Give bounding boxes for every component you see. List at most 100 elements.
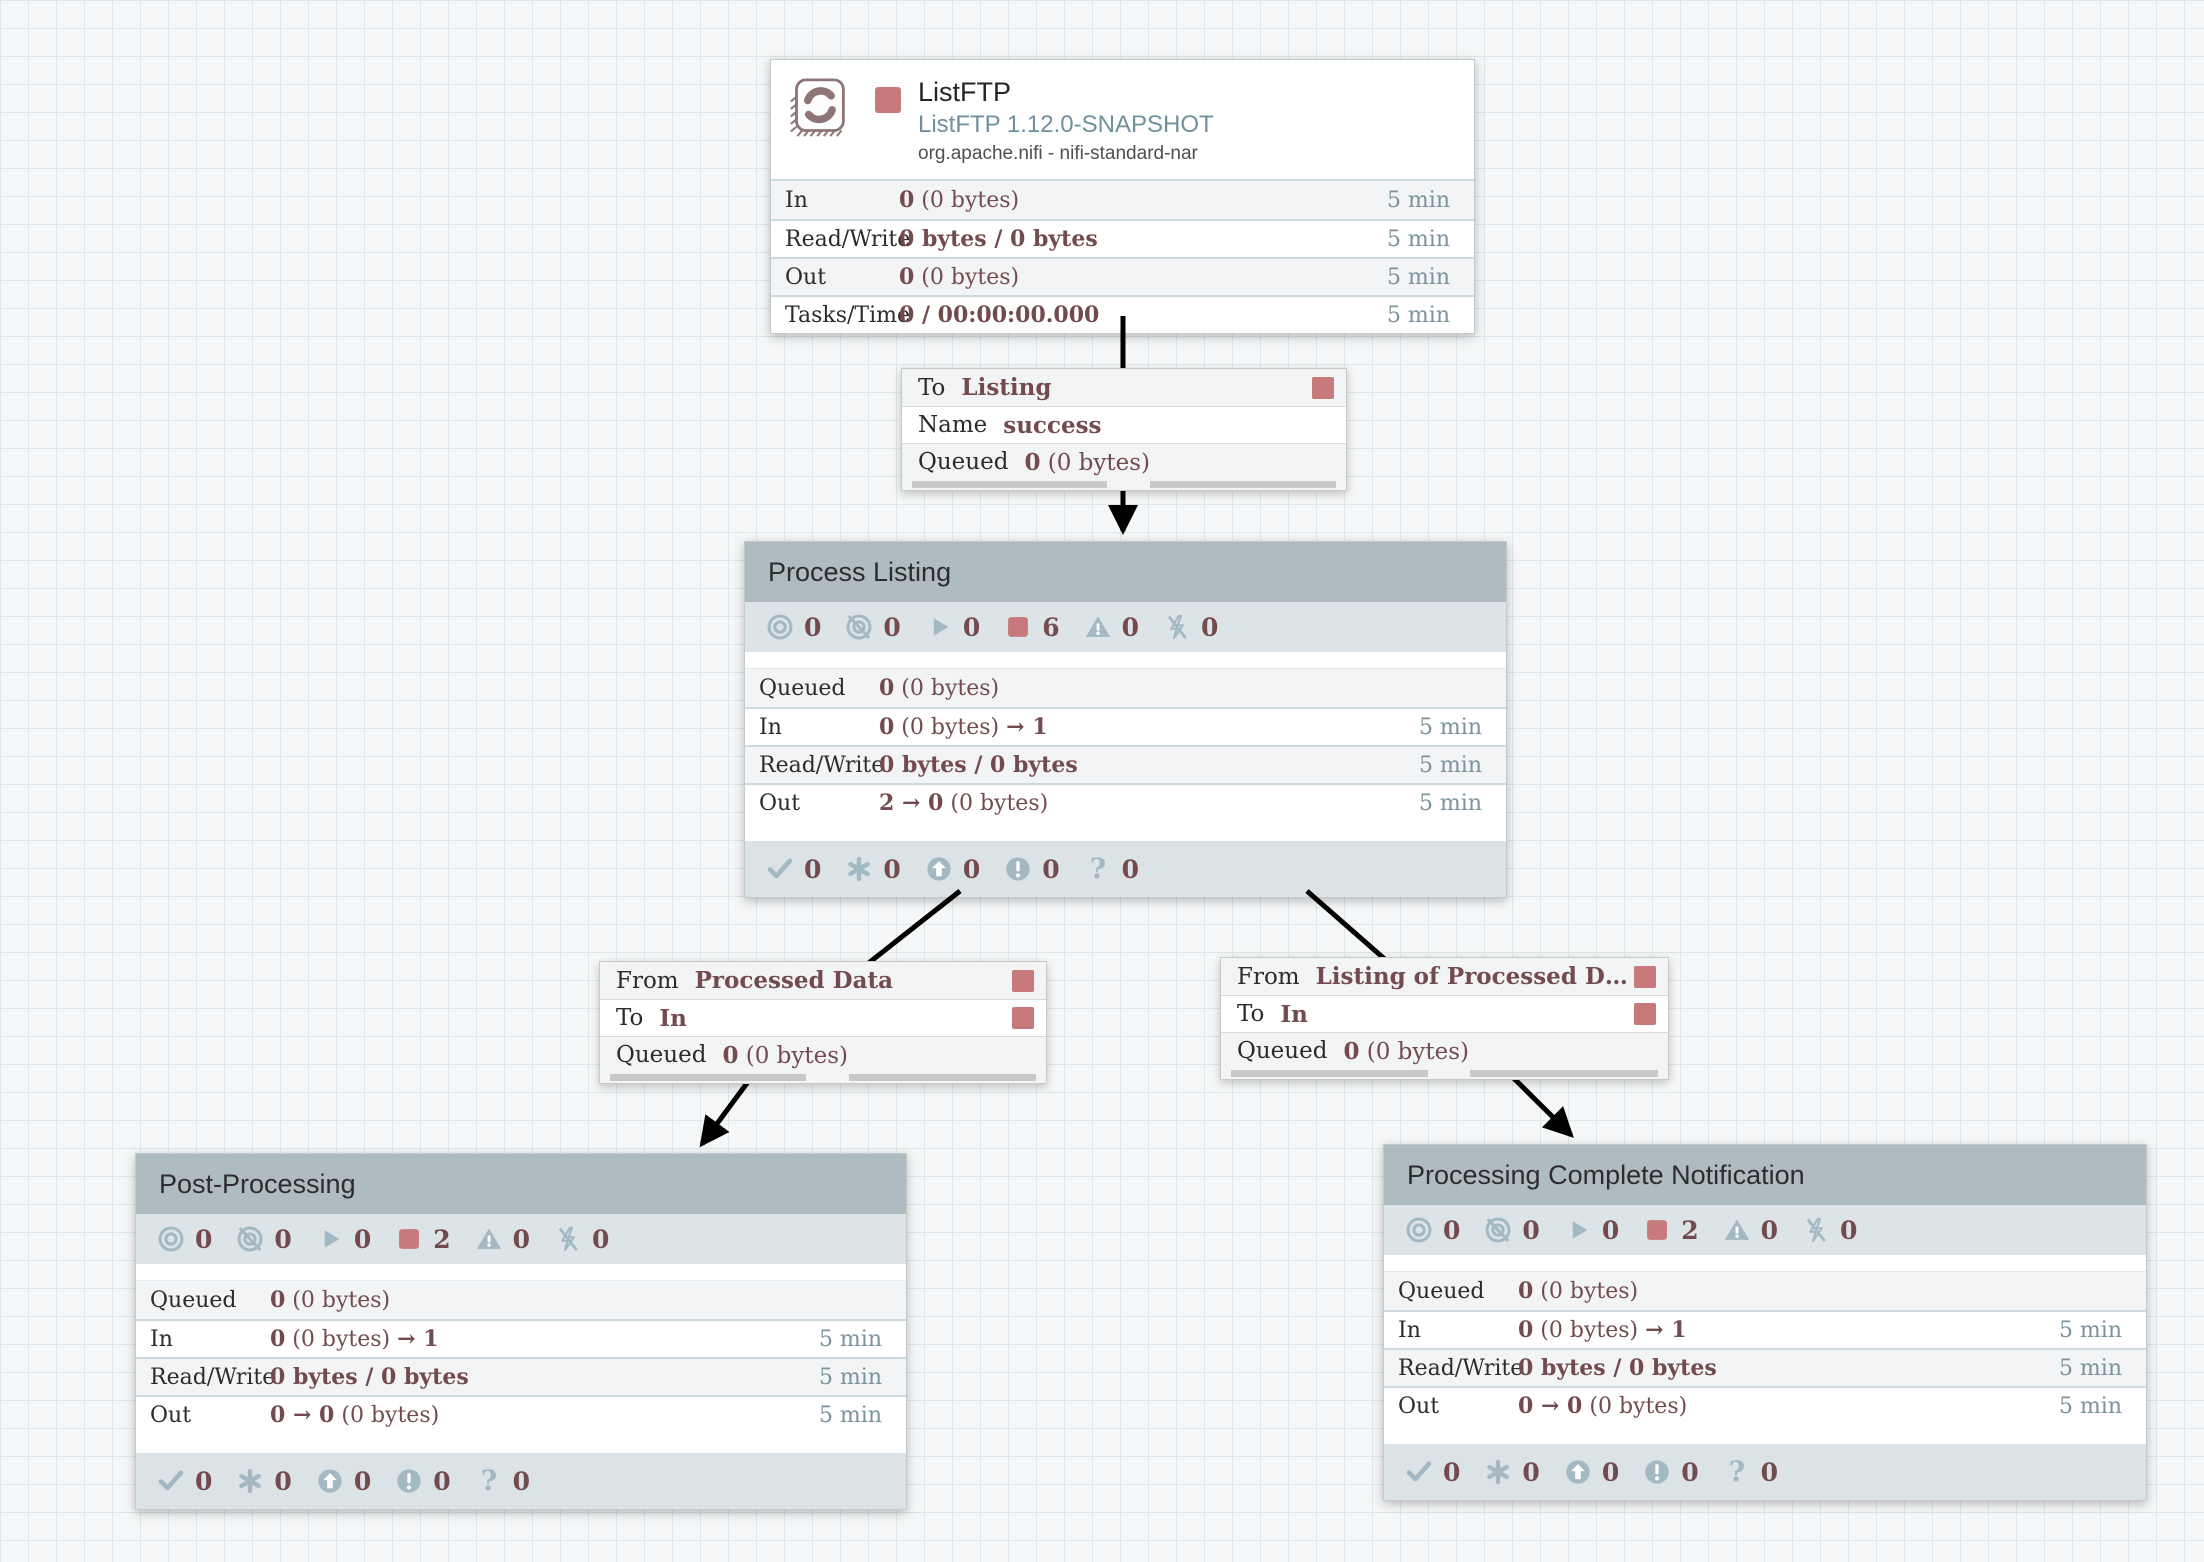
up-to-date-icon — [1405, 1458, 1433, 1486]
stat-row-in: In 0 (0 bytes) → 1 5 min — [1384, 1310, 2146, 1348]
process-group-stats: Queued 0 (0 bytes) In 0 (0 bytes) → 1 5 … — [136, 1280, 906, 1433]
version-control-bar: 0 0 0 0 0 — [136, 1453, 906, 1509]
stat-row-out: Out 0 → 0 (0 bytes) 5 min — [1384, 1386, 2146, 1424]
connection-queued-row: Queued 0 (0 bytes) — [600, 1036, 1046, 1073]
process-group-title: Post-Processing — [159, 1168, 356, 1199]
stat-window: 5 min — [818, 1326, 882, 1352]
stat-window: 5 min — [2058, 1317, 2122, 1343]
connection-to-row: To In — [1221, 995, 1668, 1032]
locally-modified-count: 0 — [274, 1466, 292, 1496]
processor-bundle: org.apache.nifi - nifi-standard-nar — [918, 143, 1198, 164]
disabled-count: 0 — [592, 1224, 610, 1254]
stat-label: Queued — [150, 1287, 237, 1313]
connection-from-row: From Listing of Processed D… — [1221, 958, 1668, 995]
sync-failure-icon — [475, 1467, 503, 1495]
stat-window: 5 min — [1418, 714, 1482, 740]
stat-row-in: In 0 (0 bytes) 5 min — [771, 181, 1474, 219]
not-transmitting-icon — [1484, 1216, 1512, 1244]
connection-label-processed-data[interactable]: From Processed Data To In Queued 0 (0 by… — [599, 961, 1047, 1084]
connection-label-success[interactable]: To Listing Name success Queued 0 (0 byte… — [901, 368, 1347, 491]
queued-label: Queued — [616, 1042, 707, 1068]
stale-count: 0 — [962, 854, 981, 884]
locally-modified-stale-icon — [395, 1467, 423, 1495]
transmitting-icon — [766, 613, 794, 641]
stopped-status-icon — [1012, 1007, 1034, 1029]
connection-name-row: Name success — [902, 406, 1346, 443]
stat-window: 5 min — [1386, 187, 1450, 213]
processor-listftp[interactable]: ListFTP ListFTP 1.12.0-SNAPSHOT org.apac… — [770, 59, 1475, 334]
running-icon — [316, 1225, 344, 1253]
running-count: 0 — [1601, 1215, 1620, 1245]
process-group-processing-complete-notification[interactable]: Processing Complete Notification 0 0 0 2… — [1383, 1144, 2147, 1501]
stopped-count: 2 — [433, 1224, 451, 1254]
connection-field-value: success — [1003, 411, 1102, 439]
stat-window: 5 min — [2058, 1393, 2122, 1419]
stat-label: Tasks/Time — [785, 302, 910, 328]
stopped-icon — [1643, 1216, 1671, 1244]
transmitting-icon — [157, 1225, 185, 1253]
process-group-stats: Queued 0 (0 bytes) In 0 (0 bytes) → 1 5 … — [745, 668, 1506, 821]
stopped-status-icon — [875, 87, 901, 113]
process-group-status-bar: 0 0 0 2 0 0 — [136, 1214, 906, 1264]
queued-label: Queued — [1237, 1038, 1328, 1064]
stat-label: Out — [150, 1402, 192, 1428]
not-transmitting-count: 0 — [274, 1224, 292, 1254]
queue-fill-indicators — [1221, 1069, 1668, 1079]
queue-fill-indicators — [600, 1073, 1046, 1083]
invalid-icon — [1723, 1216, 1751, 1244]
queue-count-bar — [912, 481, 1108, 488]
version-control-bar: 0 0 0 0 0 — [1384, 1444, 2146, 1500]
connection-label-listing-of-processed-data[interactable]: From Listing of Processed D… To In Queue… — [1220, 957, 1669, 1080]
stopped-count: 2 — [1681, 1215, 1699, 1245]
process-group-process-listing[interactable]: Process Listing 0 0 0 6 0 0 Queued 0 (0 … — [744, 541, 1507, 898]
stat-label: Read/Write — [1398, 1355, 1524, 1381]
locally-modified-icon — [236, 1467, 264, 1495]
stat-label: Out — [785, 264, 827, 290]
not-transmitting-icon — [845, 613, 873, 641]
process-group-title: Processing Complete Notification — [1407, 1159, 1805, 1190]
not-transmitting-count: 0 — [1522, 1215, 1540, 1245]
stat-label: In — [150, 1326, 173, 1352]
up-to-date-count: 0 — [1443, 1457, 1461, 1487]
disabled-icon — [1802, 1216, 1830, 1244]
stat-row-out: Out 0 → 0 (0 bytes) 5 min — [136, 1395, 906, 1433]
stale-count: 0 — [1601, 1457, 1620, 1487]
processor-type: ListFTP 1.12.0-SNAPSHOT — [918, 111, 1214, 138]
stat-row-queued: Queued 0 (0 bytes) — [136, 1281, 906, 1319]
stat-row-read-write: Read/Write 0 bytes / 0 bytes 5 min — [136, 1357, 906, 1395]
up-to-date-count: 0 — [195, 1466, 213, 1496]
stale-icon — [316, 1467, 344, 1495]
stat-row-read-write: Read/Write 0 bytes / 0 bytes 5 min — [771, 219, 1474, 257]
connection-to-row: To Listing — [902, 369, 1346, 406]
processor-name: ListFTP — [918, 77, 1012, 107]
stat-label: Read/Write — [759, 752, 885, 778]
stat-row-queued: Queued 0 (0 bytes) — [745, 669, 1506, 707]
stat-window: 5 min — [1418, 790, 1482, 816]
invalid-icon — [1084, 613, 1112, 641]
locally-modified-count: 0 — [883, 854, 901, 884]
process-group-header: Processing Complete Notification — [1384, 1145, 2146, 1205]
disabled-count: 0 — [1201, 612, 1219, 642]
stat-window: 5 min — [818, 1364, 882, 1390]
version-control-bar: 0 0 0 0 0 — [745, 841, 1506, 897]
running-icon — [1564, 1216, 1592, 1244]
stat-window: 5 min — [818, 1402, 882, 1428]
stat-label: Queued — [759, 675, 846, 701]
queue-size-bar — [1149, 481, 1336, 488]
queue-size-bar — [1470, 1070, 1658, 1077]
process-group-post-processing[interactable]: Post-Processing 0 0 0 2 0 0 Queued 0 (0 … — [135, 1153, 907, 1510]
locally-modified-icon — [1484, 1458, 1512, 1486]
up-to-date-icon — [766, 855, 794, 883]
disabled-icon — [554, 1225, 582, 1253]
stat-row-read-write: Read/Write 0 bytes / 0 bytes 5 min — [1384, 1348, 2146, 1386]
stat-row-out: Out 0 (0 bytes) 5 min — [771, 257, 1474, 295]
connection-field-value: In — [659, 1004, 687, 1032]
invalid-count: 0 — [1760, 1215, 1779, 1245]
stat-window: 5 min — [1386, 302, 1450, 328]
not-transmitting-icon — [236, 1225, 264, 1253]
queue-count-bar — [1231, 1070, 1428, 1077]
connection-field-label: From — [1237, 963, 1300, 990]
stat-label: Read/Write — [150, 1364, 276, 1390]
connection-field-label: To — [616, 1005, 644, 1031]
connection-field-value: In — [1280, 1000, 1308, 1028]
